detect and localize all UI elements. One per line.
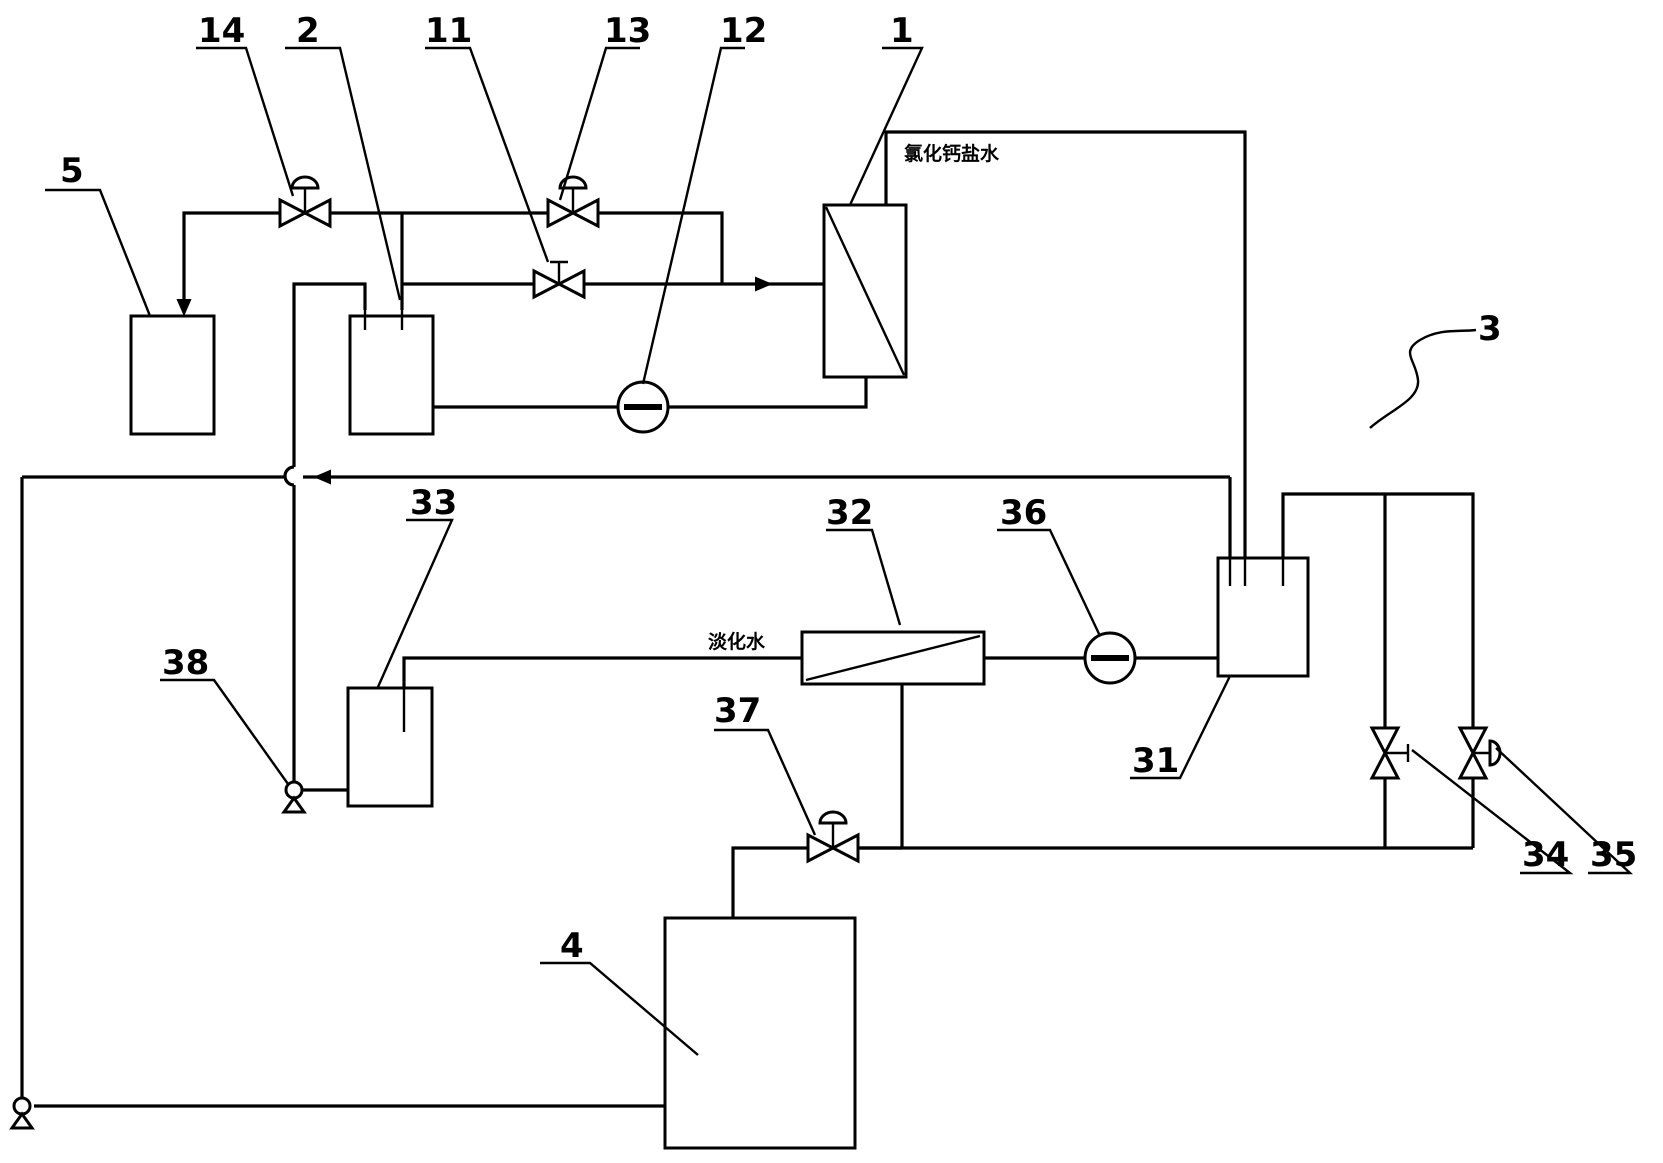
label-desalted-water: 淡化水	[708, 630, 766, 653]
pipe-pump12-to-membrane1	[668, 374, 868, 409]
label-31: 31	[1132, 741, 1179, 781]
tank-31	[1216, 556, 1310, 678]
pipe-valve14-to-tank5	[182, 211, 280, 310]
pipe-to-tank2-inlet	[292, 282, 367, 467]
tank-33	[346, 686, 434, 808]
annotations: 氯化钙盐水 淡化水	[708, 142, 1000, 653]
pipe-membrane1-brine-to-tank31	[884, 130, 1247, 578]
arrow-return-line	[313, 469, 331, 485]
pump-36-impeller	[1091, 655, 1129, 661]
pipe-crossover-hop	[283, 465, 295, 487]
label-33: 33	[410, 483, 457, 523]
pump-12-impeller	[624, 404, 662, 410]
label-2: 2	[296, 11, 320, 51]
label-14: 14	[198, 11, 245, 51]
label-5: 5	[60, 151, 84, 191]
callout-numbers: 14 2 11 13 12 1 5 3 33 32 36 38 37 31 34…	[60, 11, 1637, 966]
membrane-32-diagonal	[805, 634, 981, 682]
label-1: 1	[890, 11, 914, 51]
label-34: 34	[1522, 835, 1569, 875]
leader-lines	[45, 46, 1634, 1056]
valve-13	[546, 175, 600, 229]
label-35: 35	[1590, 835, 1637, 875]
label-38: 38	[162, 643, 209, 683]
label-12: 12	[720, 11, 767, 51]
label-4: 4	[560, 926, 584, 966]
pump-38-base	[281, 795, 307, 814]
pipe-valve13-to-junction	[598, 211, 724, 284]
valve-35	[1457, 726, 1502, 780]
piping	[20, 130, 1475, 1108]
tank-5	[129, 314, 216, 436]
pump-bottom-base	[9, 1111, 35, 1130]
tank-2	[348, 314, 435, 436]
valve-37	[806, 810, 860, 864]
tank-4	[663, 916, 857, 1150]
label-brine-outlet: 氯化钙盐水	[904, 142, 1000, 165]
valve-11	[532, 260, 586, 300]
valve-34	[1369, 726, 1410, 780]
membrane-1-diagonal	[824, 206, 906, 376]
equipment	[9, 175, 1502, 1150]
arrow-to-membrane1	[755, 276, 773, 292]
valve-14	[278, 175, 332, 229]
label-3: 3	[1478, 309, 1502, 349]
pipe-tank31-to-header	[1281, 492, 1475, 728]
label-11: 11	[425, 11, 472, 51]
arrow-into-tank5	[176, 299, 192, 317]
label-36: 36	[1000, 493, 1047, 533]
pipe-valve37-to-tank4	[731, 846, 808, 918]
label-32: 32	[826, 493, 873, 533]
label-13: 13	[604, 11, 651, 51]
label-37: 37	[714, 691, 761, 731]
